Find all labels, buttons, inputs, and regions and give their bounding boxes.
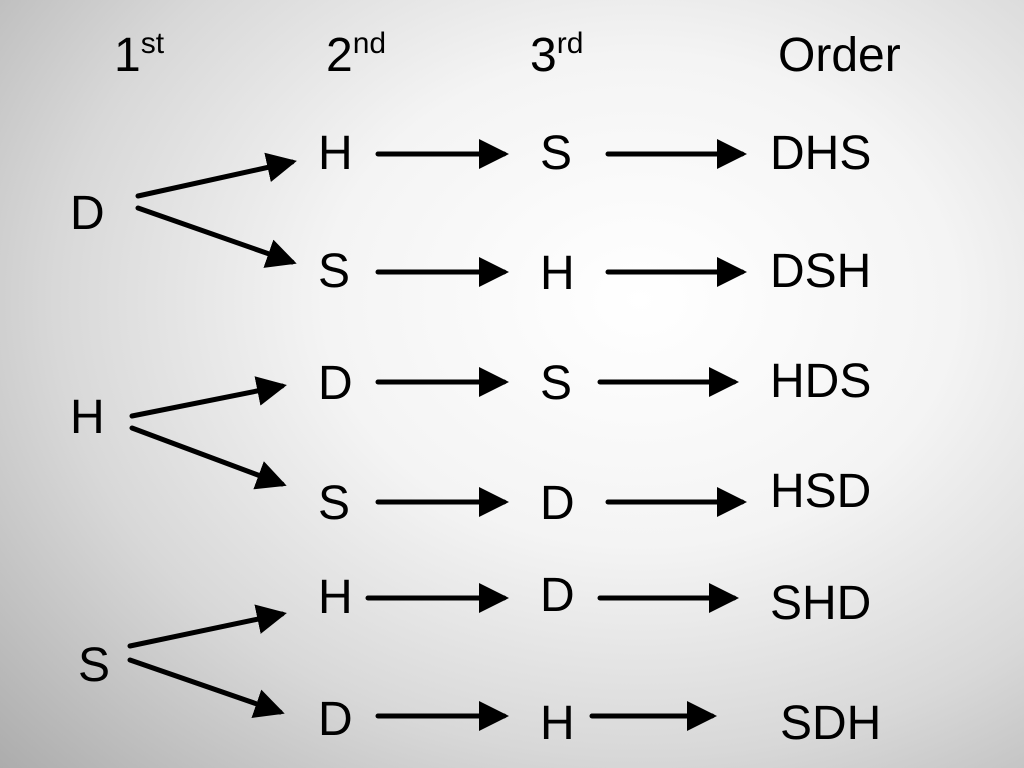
header-order: Order	[778, 29, 901, 82]
header-first-number: 1	[114, 29, 141, 82]
header-first-suffix: st	[140, 27, 165, 60]
order-1: DHS	[770, 127, 872, 180]
first-node-s: S	[78, 639, 111, 692]
third-node-1: S	[540, 127, 573, 180]
third-node-5: D	[540, 569, 575, 622]
second-node-2: S	[318, 245, 351, 298]
order-5: SHD	[770, 577, 872, 630]
branch-arrow-d-2	[135, 205, 297, 268]
second-node-6: D	[318, 693, 353, 746]
second-node-1: H	[318, 127, 353, 180]
order-4: HSD	[770, 465, 872, 518]
branch-arrow-s-1	[127, 604, 287, 649]
branch-arrow-h-1	[129, 376, 287, 419]
header-third: 3rd	[530, 29, 583, 82]
third-node-4: D	[540, 477, 575, 530]
header-second-number: 2	[326, 29, 353, 82]
second-node-4: S	[318, 477, 351, 530]
first-node-d: D	[70, 187, 105, 240]
branch-arrow-d-1	[135, 152, 297, 199]
header-second: 2nd	[326, 29, 386, 82]
second-node-3: D	[318, 357, 353, 410]
order-6: SDH	[780, 697, 882, 750]
order-2: DSH	[770, 245, 872, 298]
header-second-suffix: nd	[352, 27, 387, 60]
order-3: HDS	[770, 355, 872, 408]
first-node-h: H	[70, 391, 105, 444]
header-first: 1st	[114, 29, 164, 82]
header-third-suffix: rd	[556, 27, 584, 60]
third-node-2: H	[540, 247, 575, 300]
header-third-number: 3	[530, 29, 557, 82]
branch-arrow-h-2	[129, 425, 287, 490]
third-node-3: S	[540, 357, 573, 410]
third-node-6: H	[540, 697, 575, 750]
second-node-5: H	[318, 571, 353, 624]
branch-arrow-s-2	[127, 657, 285, 718]
